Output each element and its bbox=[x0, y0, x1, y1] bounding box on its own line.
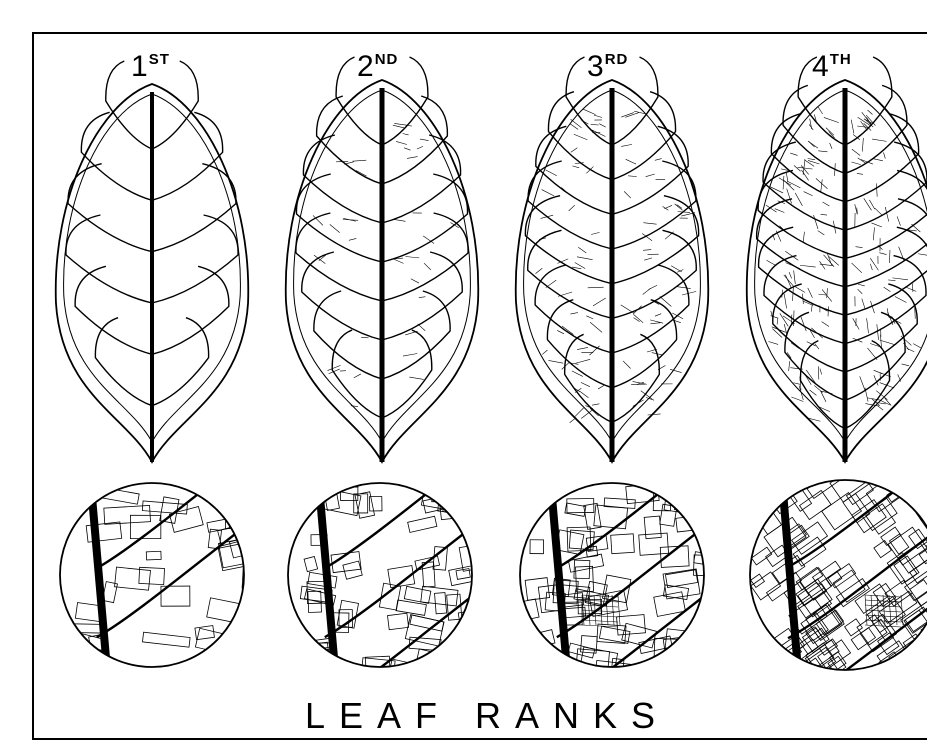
detail-cell bbox=[672, 486, 708, 510]
figure-title: LEAF RANKS bbox=[305, 695, 669, 736]
detail-circle-rank-4 bbox=[750, 457, 927, 710]
detail-cell bbox=[225, 635, 250, 661]
detail-cell bbox=[443, 664, 466, 678]
detail-cell bbox=[470, 521, 491, 541]
detail-cell bbox=[907, 645, 927, 682]
detail-cell bbox=[703, 613, 720, 640]
detail-circle-rank-3 bbox=[519, 458, 730, 706]
detail-cell bbox=[678, 658, 701, 673]
detail-cell bbox=[765, 656, 796, 688]
leaf-rank-4 bbox=[747, 57, 927, 462]
detail-circle-rank-2 bbox=[288, 458, 496, 706]
detail-cell bbox=[752, 644, 771, 661]
rank-label-4: 4TH bbox=[812, 50, 852, 83]
detail-cell bbox=[665, 653, 697, 667]
detail-cell bbox=[654, 657, 686, 668]
leaf-rank-3 bbox=[516, 57, 709, 462]
detail-cell bbox=[696, 504, 727, 524]
tertiary-vein bbox=[570, 418, 576, 423]
detail-cell bbox=[426, 484, 443, 498]
detail-cell bbox=[757, 478, 784, 503]
detail-cell bbox=[916, 643, 927, 663]
rank-label-3: 3RD bbox=[587, 50, 628, 83]
detail-circle-outline bbox=[60, 483, 244, 667]
detail-cell bbox=[242, 569, 274, 590]
leaf-rank-2 bbox=[286, 57, 479, 462]
detail-cell bbox=[519, 665, 557, 692]
detail-cell bbox=[463, 513, 489, 538]
detail-cell bbox=[553, 663, 578, 687]
detail-cell bbox=[97, 661, 114, 678]
rank-label-2: 2ND bbox=[357, 50, 398, 83]
detail-cell bbox=[682, 493, 709, 505]
detail-cell bbox=[531, 659, 551, 674]
leaf-rank-1 bbox=[56, 61, 249, 462]
detail-cell bbox=[919, 638, 927, 669]
rank-label-1: 1ST bbox=[131, 50, 170, 83]
detail-cell bbox=[638, 659, 676, 686]
detail-circle-rank-1 bbox=[60, 458, 274, 678]
